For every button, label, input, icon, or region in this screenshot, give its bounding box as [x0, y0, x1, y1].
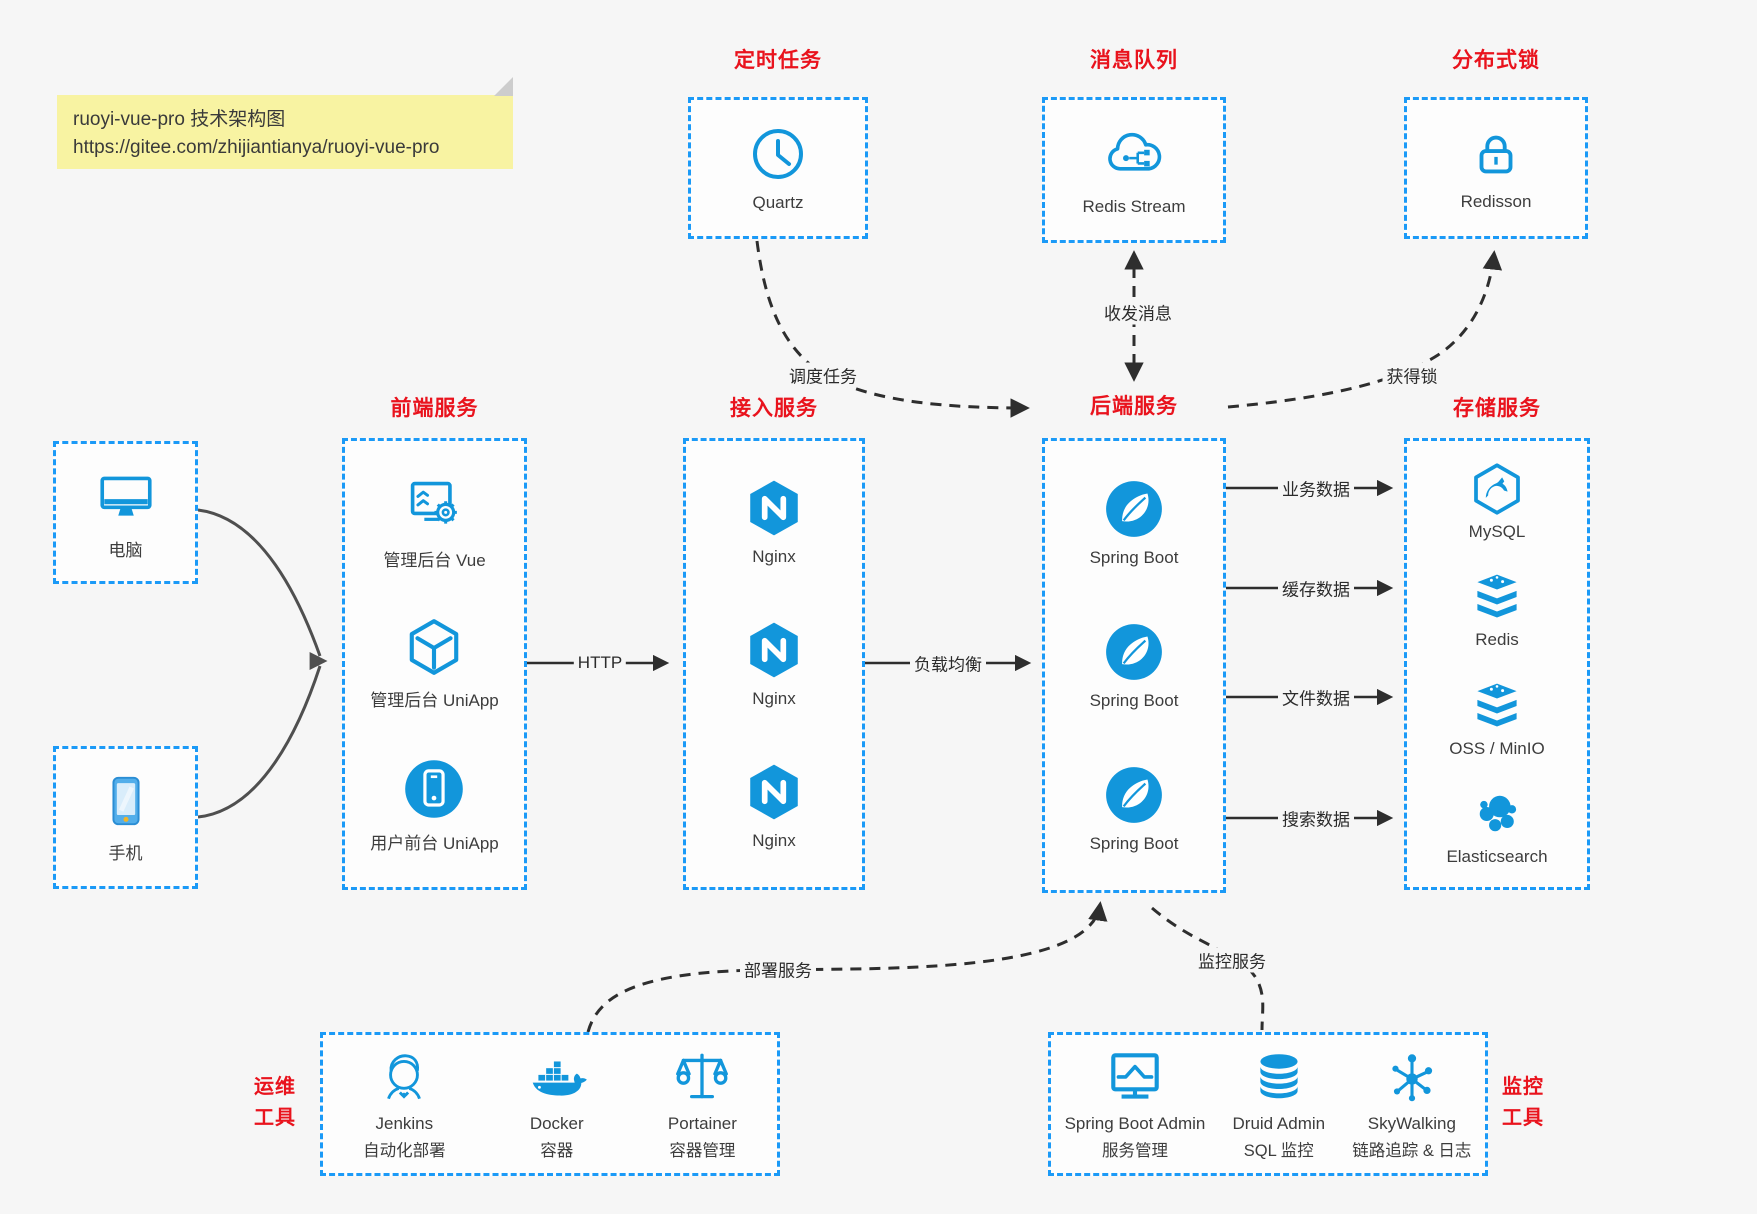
sticky-note: ruoyi-vue-pro 技术架构图 https://gitee.com/zh… — [57, 77, 513, 169]
clock-icon — [748, 124, 808, 184]
box-backend: Spring Boot Spring Boot Spring Boot — [1042, 438, 1226, 893]
computer-label: 电脑 — [108, 540, 143, 560]
box-redisson: Redisson — [1404, 97, 1588, 239]
jenkins-icon — [373, 1047, 435, 1109]
edge-label-acquire-lock: 获得锁 — [1382, 362, 1442, 388]
edge-label-biz-data: 业务数据 — [1278, 475, 1354, 501]
redis-stack-icon — [1469, 569, 1525, 625]
database-cylinder-icon — [1248, 1047, 1310, 1109]
edge-label-message: 收发消息 — [1100, 299, 1176, 325]
edge-label-search-data: 搜索数据 — [1278, 805, 1354, 831]
box-computer: 电脑 — [53, 441, 198, 584]
title-backend: 后端服务 — [1090, 395, 1178, 418]
title-scheduled-tasks: 定时任务 — [734, 49, 822, 72]
backend-item-spring-2: Spring Boot — [1090, 621, 1178, 711]
smartphone-icon — [97, 772, 155, 830]
title-distributed-lock: 分布式锁 — [1452, 49, 1540, 72]
gateway-item-nginx-3: Nginx — [743, 761, 805, 851]
edge-deploy-curve — [586, 901, 1108, 1033]
box-storage: MySQL Redis OSS / MinIO Elasticsearch — [1404, 438, 1590, 890]
edge-label-deploy: 部署服务 — [740, 956, 816, 982]
title-gateway: 接入服务 — [730, 397, 818, 420]
note-fold-corner — [494, 77, 513, 96]
title-ops-tools: 运维 工具 — [254, 1076, 296, 1129]
elasticsearch-icon — [1469, 786, 1525, 842]
storage-item-mysql: MySQL — [1469, 461, 1525, 542]
redis-stream-label: Redis Stream — [1082, 196, 1186, 216]
monitor-gear-icon — [403, 474, 467, 538]
storage-item-elasticsearch: Elasticsearch — [1446, 786, 1548, 867]
monitor-item-druid: Druid Admin SQL 监控 — [1233, 1047, 1325, 1161]
gateway-item-nginx-1: Nginx — [743, 477, 805, 567]
edge-label-monitoring: 监控服务 — [1194, 947, 1270, 973]
title-monitor-tools: 监控 工具 — [1502, 1076, 1544, 1129]
title-message-queue: 消息队列 — [1090, 49, 1178, 72]
monitor-item-sba: Spring Boot Admin 服务管理 — [1065, 1047, 1205, 1161]
box-redis-stream: Redis Stream — [1042, 97, 1226, 243]
ops-item-docker: Docker 容器 — [526, 1047, 588, 1161]
portainer-scales-icon — [671, 1047, 733, 1109]
edge-label-cache-data: 缓存数据 — [1278, 575, 1354, 601]
frontend-item-admin-uniapp: 管理后台 UniApp — [370, 616, 499, 711]
spring-boot-icon — [1103, 478, 1165, 540]
edge-label-http: HTTP — [573, 653, 627, 673]
quartz-label: Quartz — [752, 192, 804, 212]
edge-computer-to-frontend — [197, 508, 322, 657]
gateway-item-nginx-2: Nginx — [743, 619, 805, 709]
docker-icon — [526, 1047, 588, 1109]
backend-item-spring-1: Spring Boot — [1090, 478, 1178, 568]
box-frontend: 管理后台 Vue 管理后台 UniApp 用户前台 UniApp — [342, 438, 527, 890]
storage-item-redis: Redis — [1469, 569, 1525, 650]
title-frontend: 前端服务 — [390, 397, 479, 420]
box-ops-tools: Jenkins 自动化部署 Docker 容器 Portainer 容器管理 — [320, 1032, 780, 1176]
backend-item-spring-3: Spring Boot — [1090, 764, 1178, 854]
nginx-icon — [743, 619, 805, 681]
note-url: https://gitee.com/zhijiantianya/ruoyi-vu… — [73, 136, 440, 158]
frontend-item-admin-vue: 管理后台 Vue — [383, 474, 486, 571]
edge-phone-to-frontend — [197, 665, 322, 819]
ops-item-portainer: Portainer 容器管理 — [668, 1047, 737, 1161]
nginx-icon — [743, 477, 805, 539]
nginx-icon — [743, 761, 805, 823]
monitor-item-skywalking: SkyWalking 链路追踪 & 日志 — [1352, 1047, 1471, 1161]
lock-icon — [1467, 125, 1525, 183]
box-phone: 手机 — [53, 746, 198, 889]
spring-boot-icon — [1103, 621, 1165, 683]
note-title: ruoyi-vue-pro 技术架构图 — [73, 109, 286, 130]
cube-icon — [403, 616, 465, 678]
frontend-item-user-uniapp: 用户前台 UniApp — [370, 757, 499, 854]
box-quartz: Quartz — [688, 97, 868, 239]
mysql-icon — [1469, 461, 1525, 517]
node-hub-icon — [1381, 1047, 1443, 1109]
desktop-computer-icon — [94, 465, 158, 527]
edge-label-file-data: 文件数据 — [1278, 684, 1354, 710]
spring-boot-icon — [1103, 764, 1165, 826]
cloud-network-icon — [1102, 124, 1166, 188]
oss-stack-icon — [1469, 678, 1525, 734]
phone-label: 手机 — [108, 843, 143, 863]
phone-circle-icon — [402, 757, 466, 821]
title-storage: 存储服务 — [1453, 397, 1541, 420]
redisson-label: Redisson — [1460, 191, 1532, 211]
box-gateway: Nginx Nginx Nginx — [683, 438, 865, 890]
ops-item-jenkins: Jenkins 自动化部署 — [363, 1047, 446, 1161]
edge-label-schedule: 调度任务 — [785, 362, 861, 388]
box-monitor-tools: Spring Boot Admin 服务管理 Druid Admin SQL 监… — [1048, 1032, 1488, 1176]
edge-acquire-lock-curve — [1227, 250, 1503, 409]
edge-label-load-balance: 负载均衡 — [910, 650, 986, 676]
monitor-pulse-icon — [1104, 1047, 1166, 1109]
storage-item-oss-minio: OSS / MinIO — [1449, 678, 1545, 759]
